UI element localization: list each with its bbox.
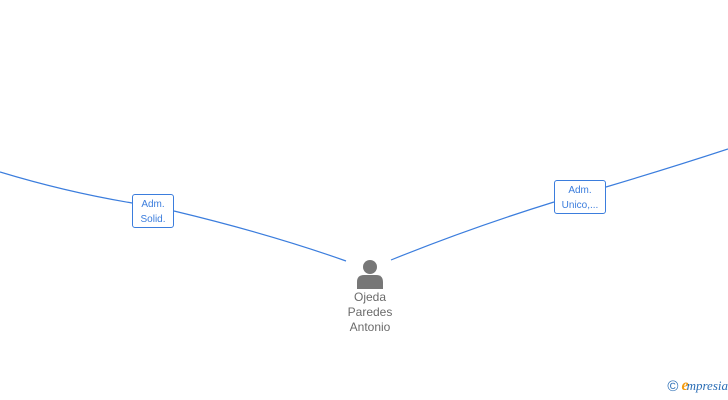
role-label-line: Unico,... — [561, 200, 599, 211]
edge-role-1-to-person — [173, 210, 347, 262]
role-label-adm-solid[interactable]: Adm. Solid. — [132, 194, 174, 228]
empresia-logo: empresia — [681, 377, 728, 395]
logo-text: mpresia — [686, 378, 728, 393]
person-node[interactable]: Ojeda Paredes Antonio — [318, 258, 422, 335]
person-name: Ojeda Paredes Antonio — [318, 290, 422, 335]
role-label-line: Adm. — [141, 199, 165, 210]
edge-role-2-to-right-company — [605, 148, 728, 188]
brand-watermark: © empresia — [667, 376, 728, 396]
person-name-line: Ojeda — [353, 290, 387, 304]
person-icon — [357, 260, 383, 289]
person-name-line: Antonio — [349, 320, 391, 334]
role-label-line: Adm. — [568, 185, 592, 196]
edge-person-to-role-2 — [390, 201, 555, 261]
role-label-line: Solid. — [140, 214, 166, 225]
edge-left-company-to-role-1 — [0, 171, 133, 204]
person-name-line: Paredes — [347, 305, 393, 319]
copyright-icon: © — [667, 377, 679, 395]
role-label-adm-unico[interactable]: Adm. Unico,... — [554, 180, 606, 214]
logo-initial: e — [681, 377, 689, 394]
